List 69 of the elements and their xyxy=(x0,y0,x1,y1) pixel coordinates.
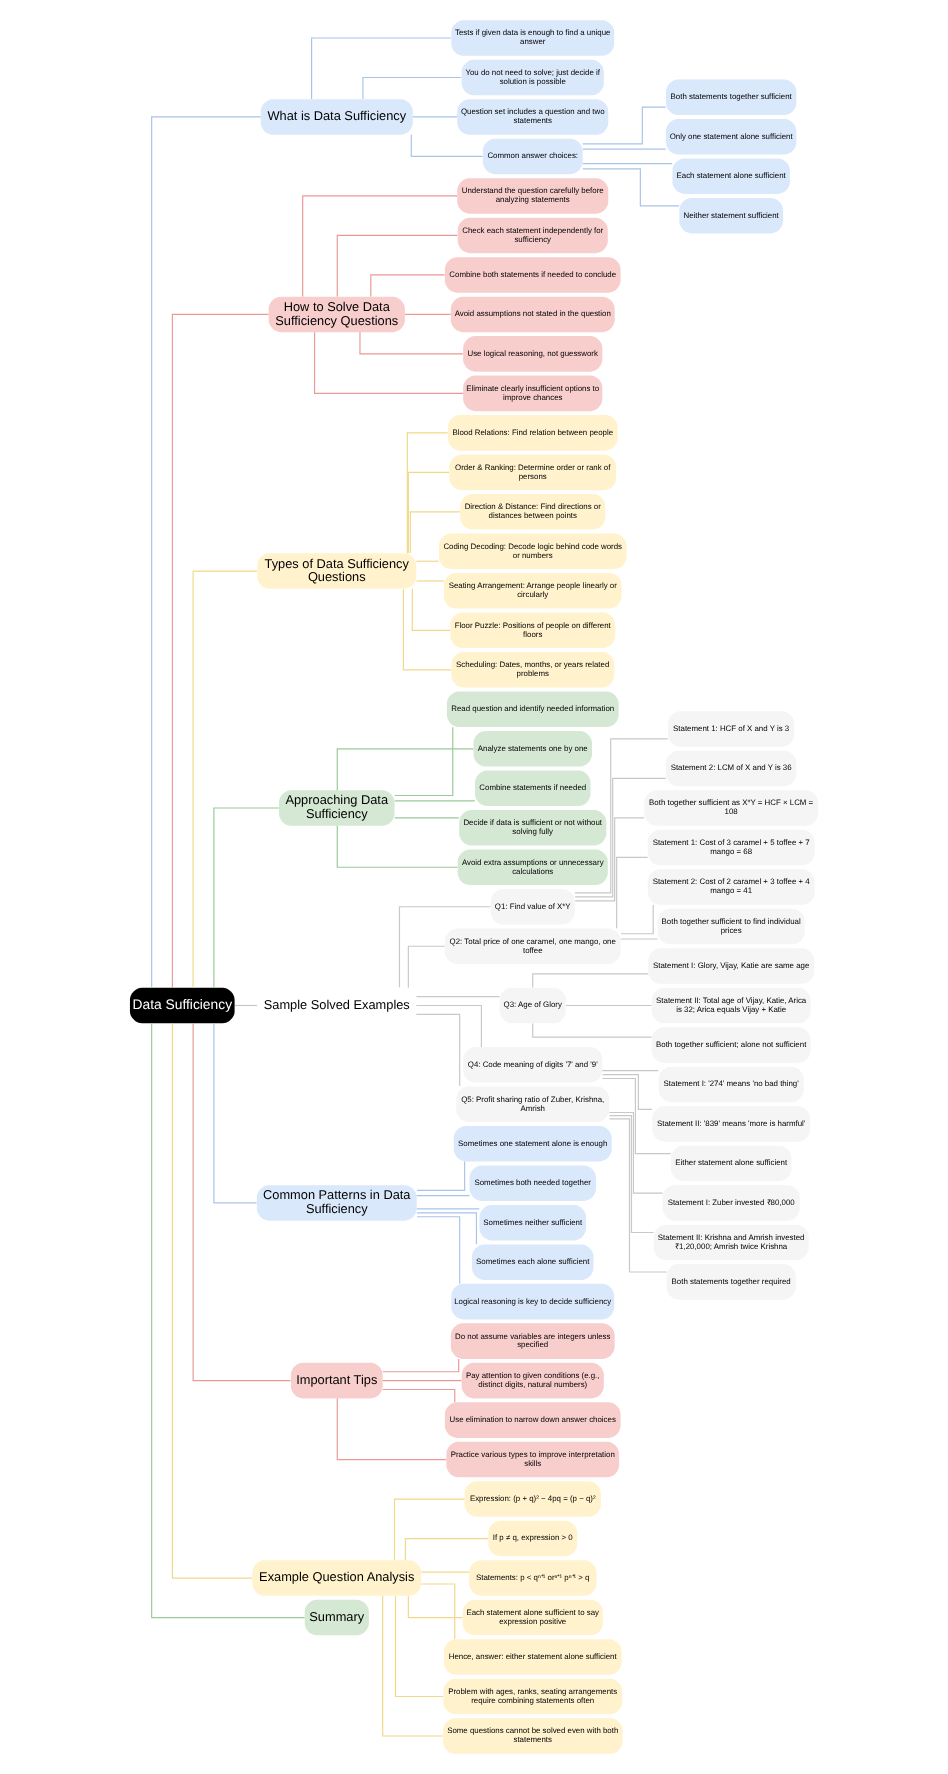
connector xyxy=(602,1074,653,1110)
connector xyxy=(394,1595,444,1698)
connector xyxy=(336,748,474,791)
connector xyxy=(574,777,667,898)
connector xyxy=(565,1004,653,1007)
connector xyxy=(407,945,446,989)
connector xyxy=(382,1380,462,1382)
connector xyxy=(582,148,667,150)
connector xyxy=(393,1498,466,1561)
connector xyxy=(151,1022,306,1619)
connector xyxy=(582,106,667,145)
connector xyxy=(394,726,454,797)
connector xyxy=(382,1595,444,1737)
connector xyxy=(532,1022,653,1038)
connector xyxy=(416,1195,471,1197)
connector xyxy=(416,1212,478,1245)
connector xyxy=(302,195,458,297)
connector xyxy=(616,856,649,929)
connector xyxy=(394,800,476,802)
connector xyxy=(382,1358,460,1373)
connector xyxy=(407,1595,464,1619)
connector xyxy=(213,807,280,989)
connector xyxy=(582,168,680,207)
connector xyxy=(406,432,449,554)
connector xyxy=(171,1022,253,1579)
connector xyxy=(420,1571,470,1573)
connector xyxy=(151,116,262,988)
connector xyxy=(416,1216,461,1285)
connector xyxy=(336,825,459,868)
connector xyxy=(370,274,446,298)
connector xyxy=(402,588,452,671)
connector xyxy=(415,560,440,562)
connector xyxy=(415,1004,482,1048)
connector xyxy=(171,313,270,989)
connector xyxy=(574,817,645,902)
connector xyxy=(359,331,464,355)
connector xyxy=(192,1022,292,1382)
connector xyxy=(574,738,669,894)
connector xyxy=(415,1013,461,1087)
connector xyxy=(398,906,492,988)
connector xyxy=(608,1118,668,1273)
connector xyxy=(234,1004,258,1007)
connector xyxy=(410,134,484,158)
connector xyxy=(311,37,452,100)
connector xyxy=(407,471,450,554)
connector xyxy=(416,1208,480,1210)
connector xyxy=(336,1397,447,1461)
connector xyxy=(416,1161,466,1191)
connector xyxy=(404,1538,489,1561)
connector xyxy=(411,588,451,631)
connector xyxy=(409,511,461,554)
connector xyxy=(394,817,460,819)
connector xyxy=(608,1115,655,1234)
connector xyxy=(601,1077,672,1155)
connector xyxy=(313,331,464,394)
connector xyxy=(582,163,673,165)
connector xyxy=(336,234,459,298)
connector xyxy=(608,1111,664,1194)
connector xyxy=(404,313,452,315)
connector xyxy=(420,1583,456,1640)
connector xyxy=(412,116,458,118)
connector xyxy=(415,580,445,582)
connector xyxy=(382,1388,456,1403)
connector xyxy=(415,996,501,998)
connector xyxy=(213,1022,258,1204)
connector xyxy=(192,570,258,989)
connector xyxy=(620,904,654,935)
connector xyxy=(532,973,649,989)
connector xyxy=(601,1070,659,1072)
